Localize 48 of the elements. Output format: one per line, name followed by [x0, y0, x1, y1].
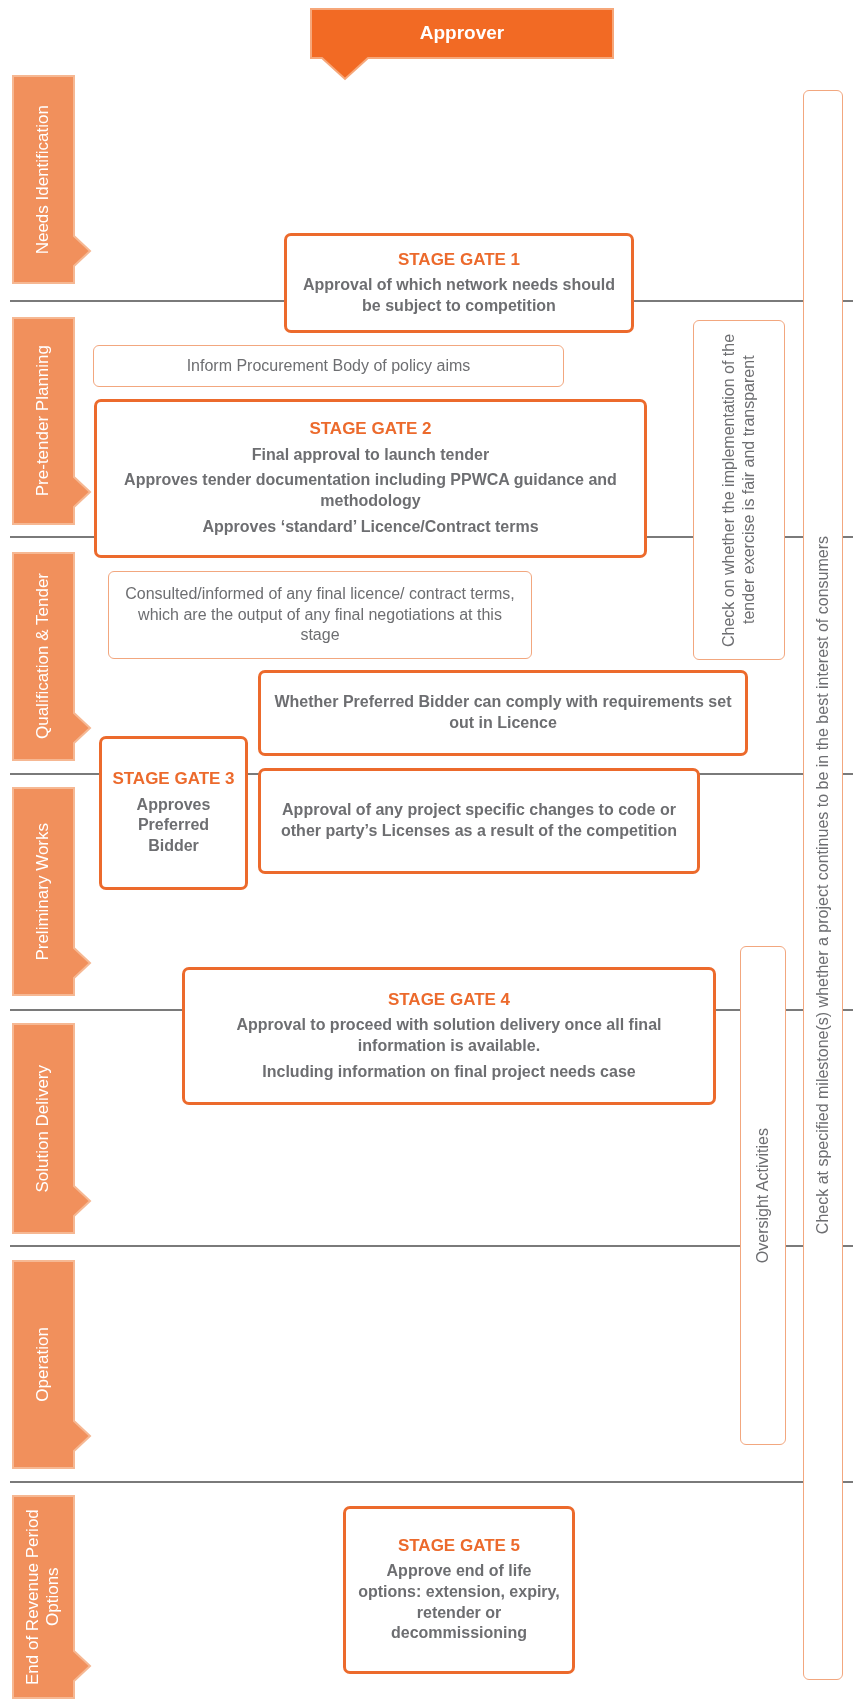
oversight-box: [740, 946, 786, 1445]
note-box: [93, 345, 564, 387]
stage-gate-box: [94, 399, 647, 558]
approval-text: Approval to proceed with solution delivery once all final information is available.: [235, 1015, 663, 1056]
stage-gate-heading: STAGE GATE 2: [309, 419, 432, 440]
stage-tab: [12, 787, 92, 996]
stage-label: Qualification & Tender: [32, 573, 53, 740]
stage-gate-heading: STAGE GATE 3: [112, 769, 235, 790]
approval-text: Approves ‘standard’ Licence/Contract terms: [202, 517, 539, 537]
check-box: [258, 768, 700, 874]
stage-label: End of Revenue Period Options: [22, 1508, 63, 1687]
approval-text: Approve end of life options: extension, expiry, retender or decommissioning: [357, 1561, 561, 1644]
check-box: [258, 670, 748, 756]
approval-text: Approval of which network needs should be subject to competition: [302, 274, 616, 316]
oversight-text: Check at specified milestone(s) whether a project continues to be in the best interest of consumers: [813, 535, 832, 1235]
stage-tab: [12, 552, 92, 761]
check-text: Approval of any project specific changes to code or other party’s Licenses as a result of the competition: [280, 800, 678, 841]
stage-tab: [12, 1023, 92, 1234]
stage-label: Pre-tender Planning: [32, 345, 53, 497]
note-text: Consulted/informed of any final licence/ contract terms, which are the output of any final negotiations at this stage: [124, 583, 516, 646]
check-text: Whether Preferred Bidder can comply with requirements set out in Licence: [273, 692, 733, 733]
note-text: Inform Procurement Body of policy aims: [186, 355, 471, 376]
approval-text: Approves tender documentation including PPWCA guidance and methodology: [123, 470, 618, 512]
approval-text: Approves Preferred Bidder: [135, 794, 212, 857]
note-box: [108, 571, 532, 659]
stage-gate-box: [343, 1506, 575, 1674]
stage-gate-heading: STAGE GATE 5: [397, 1535, 521, 1557]
stage-gate-heading: STAGE GATE 4: [387, 989, 511, 1010]
stage-tab: [12, 1495, 92, 1699]
oversight-text: Oversight Activities: [753, 1127, 772, 1264]
stage-label: Solution Delivery: [32, 1064, 53, 1193]
stage-tab: [12, 1260, 92, 1469]
stage-gate-heading: STAGE GATE 1: [397, 249, 521, 270]
stage-gate-box: [99, 736, 248, 890]
stage-label: Needs Identification: [32, 104, 53, 255]
role-banner: [310, 8, 614, 80]
stage-gate-box: [284, 233, 634, 333]
approval-text: Including information on final project needs case: [262, 1061, 636, 1082]
oversight-text: Check on whether the implementation of the tender exercise is fair and transparent: [719, 332, 758, 649]
approval-text: Final approval to launch tender: [251, 444, 490, 465]
oversight-box: [693, 320, 785, 660]
stage-gate-box: [182, 967, 716, 1105]
stage-label: Preliminary Works: [32, 822, 53, 961]
stage-label: Operation: [32, 1327, 53, 1402]
oversight-box: [803, 90, 843, 1680]
stage-tab: [12, 75, 92, 284]
role-label: Approver: [418, 21, 506, 45]
stage-tab: [12, 317, 92, 525]
